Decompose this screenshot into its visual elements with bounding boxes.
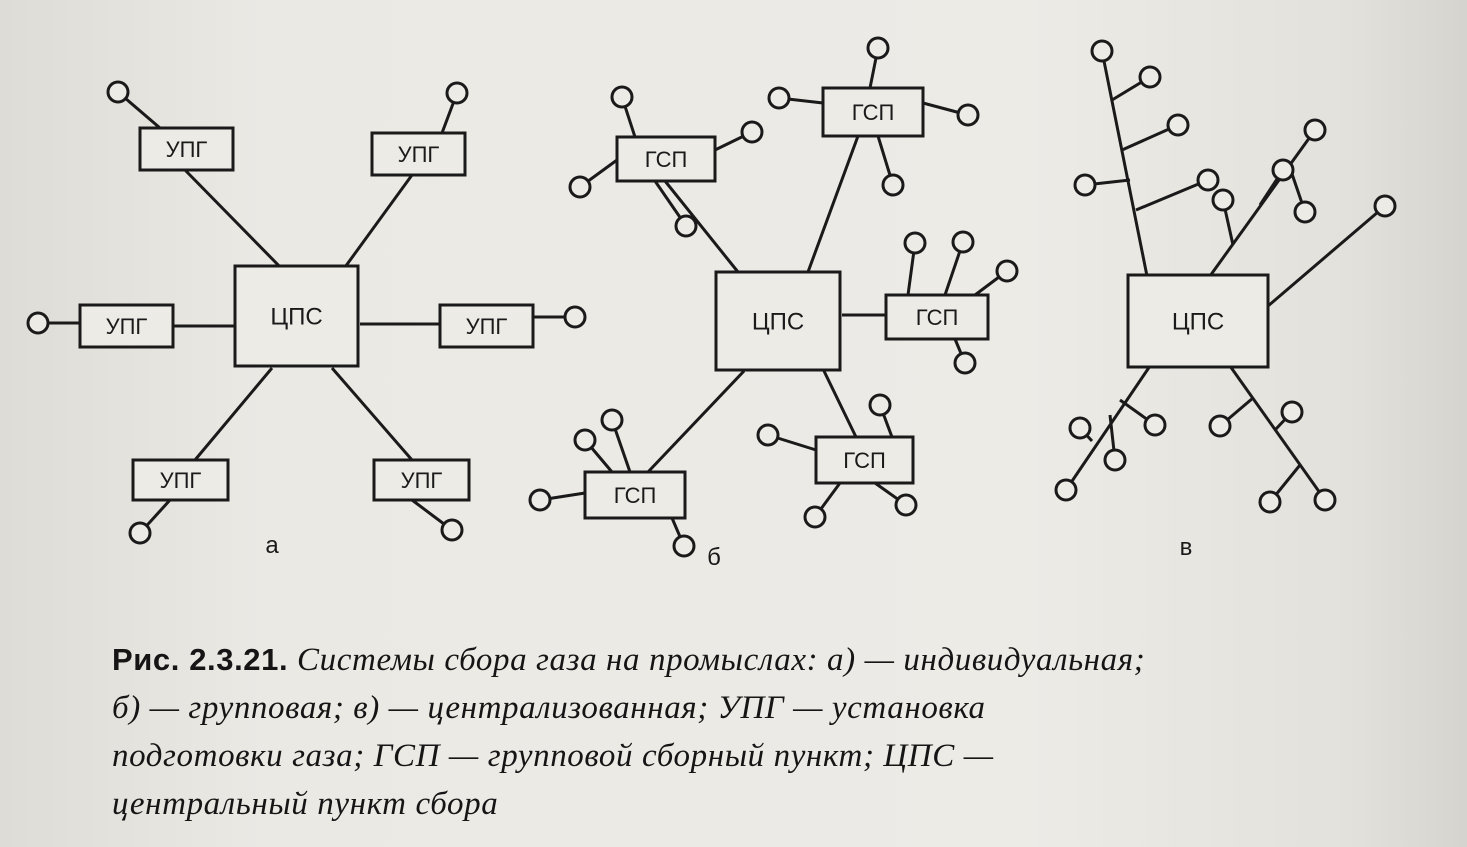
panel-b-well <box>868 393 892 417</box>
panel-b-gsp-box-2 <box>615 135 717 183</box>
panel-a-cps-label: ЦПС <box>270 304 322 331</box>
panel-b-label: б <box>707 544 721 571</box>
panel-c-well <box>1303 118 1327 142</box>
panel-c-well <box>1073 173 1097 197</box>
figure-caption: Рис. 2.3.21. Системы сбора газа на промы… <box>112 636 1352 828</box>
panel-c-well <box>1280 400 1304 424</box>
caption-line-3: подготовки газа; ГСП — групповой сборный… <box>112 738 994 774</box>
panel-b-well <box>995 259 1019 283</box>
panel-c-well <box>1313 488 1337 512</box>
figure-number: Рис. 2.3.21. <box>112 642 289 677</box>
panel-c-well <box>1068 416 1092 440</box>
panel-c-well <box>1196 168 1220 192</box>
panel-a-upg-label-2: УПГ <box>398 142 440 167</box>
panel-a-upg-box-6 <box>372 458 471 502</box>
panel-b-well <box>568 175 592 199</box>
panel-c-well <box>1271 158 1295 182</box>
panel-b-gsp-box-1 <box>821 86 925 138</box>
panel-a-well <box>106 80 130 104</box>
panel-c-well <box>1138 65 1162 89</box>
panel-a-well <box>563 305 587 329</box>
panel-b-gsp-label-3: ГСП <box>916 305 959 330</box>
panel-c-well <box>1258 490 1282 514</box>
panel-c-main-collector-3 <box>1267 204 1386 308</box>
panel-b-well <box>528 488 552 512</box>
caption-line-1: Рис. 2.3.21. Системы сбора газа на промы… <box>112 636 1352 684</box>
panel-b-well <box>953 351 977 375</box>
panel-b-well <box>600 408 624 432</box>
panel-b-gsp-label-5: ГСП <box>614 483 657 508</box>
panel-a-upg-box-4 <box>438 303 535 349</box>
panel-a-label: а <box>265 532 279 559</box>
panel-a-upg-box-2 <box>370 131 467 177</box>
panel-b-well <box>956 103 980 127</box>
panel-b-gsp-box-3 <box>884 293 990 341</box>
panel-a-pipeline-6 <box>330 367 414 461</box>
caption-line-2: б) — групповая; в) — централизованная; У… <box>112 690 986 726</box>
panel-c-well <box>1143 413 1167 437</box>
panel-b-well <box>672 534 696 558</box>
panel-c-well <box>1208 414 1232 438</box>
panel-c-well <box>1103 448 1127 472</box>
panel-b-well <box>740 120 764 144</box>
panel-c-well <box>1373 194 1397 218</box>
panel-b-well <box>803 505 827 529</box>
panel-b-gsp-label-4: ГСП <box>843 448 886 473</box>
panel-a-well <box>128 521 152 545</box>
panel-a-cps-box <box>233 264 360 368</box>
panel-a-upg-label-4: УПГ <box>466 314 508 339</box>
gas-collection-diagram: ЦПС УПГ УПГ УПГ УПГ УПГ УПГ а ЦПС ГСП ГСП ГСП ГСП ГСП… <box>26 36 1397 571</box>
panel-a-upg-box-5 <box>131 458 230 502</box>
panel-b-collector-1 <box>806 135 860 273</box>
panel-a-well <box>445 81 469 105</box>
panel-c-well <box>1090 39 1114 63</box>
panel-b-gsp-box-5 <box>583 470 687 520</box>
panel-c-label: в <box>1180 534 1193 561</box>
panel-b-well <box>894 493 918 517</box>
panel-a-well <box>26 311 50 335</box>
panel-a-upg-label-3: УПГ <box>106 314 148 339</box>
panel-b-cps-box <box>714 270 842 372</box>
panel-b-well <box>951 230 975 254</box>
panel-c-cps-box <box>1126 273 1270 369</box>
panel-a-well <box>440 518 464 542</box>
panel-c-main-collector-5 <box>1228 365 1327 501</box>
panel-a-upg-label-5: УПГ <box>160 468 202 493</box>
panel-a-upg-box-1 <box>138 126 235 172</box>
panel-c-cps-label: ЦПС <box>1172 309 1224 336</box>
panel-c-well-flowline <box>1135 178 1209 212</box>
panel-b-well <box>756 423 780 447</box>
panel-b-well <box>881 173 905 197</box>
panel-c-well <box>1054 478 1078 502</box>
panel-b-well <box>903 231 927 255</box>
panel-b-well <box>573 428 597 452</box>
panel-b-well <box>610 85 634 109</box>
panel-b-gsp-label-2: ГСП <box>645 147 688 172</box>
panel-a-upg-label-6: УПГ <box>401 468 443 493</box>
panel-a-pipeline-1 <box>183 168 289 276</box>
panel-c-well <box>1211 188 1235 212</box>
panel-a-pipeline-2 <box>338 174 414 275</box>
panel-b-well <box>866 36 890 60</box>
panel-b-collector-2 <box>663 180 740 273</box>
caption-text-1: Системы сбора газа на промыслах: а) — ин… <box>288 642 1146 678</box>
panel-b-well <box>767 86 791 110</box>
panel-c-well <box>1166 113 1190 137</box>
panel-b-gsp-box-4 <box>814 435 915 485</box>
panel-c-main-collector-1 <box>1100 50 1149 277</box>
panel-b-collector-5 <box>646 369 746 474</box>
panel-b-cps-label: ЦПС <box>752 309 804 336</box>
panel-a-upg-box-3 <box>78 303 175 349</box>
panel-c-well <box>1293 200 1317 224</box>
panel-a-upg-label-1: УПГ <box>166 137 208 162</box>
caption-line-4: центральный пункт сбора <box>112 786 499 822</box>
panel-b-gsp-label-1: ГСП <box>852 100 895 125</box>
panel-b-well <box>674 214 698 238</box>
panel-b-collector-4 <box>822 370 858 438</box>
panel-a-pipeline-5 <box>193 367 274 461</box>
panel-c-main-collector-4 <box>1064 365 1152 491</box>
